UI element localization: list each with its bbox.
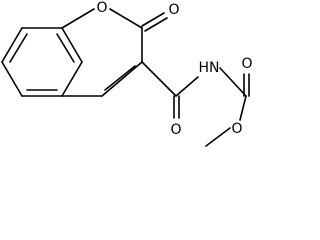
bond xyxy=(141,61,177,97)
bond xyxy=(205,127,231,147)
bond xyxy=(61,27,83,63)
atom-label-carbonyl-oxygen: O xyxy=(241,56,252,72)
bond xyxy=(61,8,95,29)
bond xyxy=(101,61,143,97)
double-bond-inner xyxy=(9,33,28,63)
atom-label-amide-oxygen: O xyxy=(170,122,181,138)
bond xyxy=(239,95,247,121)
bond xyxy=(61,61,83,97)
bond xyxy=(144,17,168,32)
bond xyxy=(1,61,23,97)
bond xyxy=(1,27,23,63)
bond xyxy=(175,76,199,97)
double-bond-inner xyxy=(56,33,75,63)
atom-label-ester-oxygen: O xyxy=(231,121,242,137)
bonds xyxy=(1,8,250,147)
bond xyxy=(219,67,247,97)
bond xyxy=(109,8,143,29)
atom-label-nitrogen: HN xyxy=(199,60,220,76)
atom-label-ring-oxygen: O xyxy=(96,0,107,16)
double-bond-inner xyxy=(104,65,136,91)
structure-diagram: O O HN O O O xyxy=(1,0,253,147)
bond xyxy=(141,12,165,27)
atom-labels: O O HN O O O xyxy=(96,0,252,138)
atom-label-lactone-oxygen: O xyxy=(168,2,179,18)
